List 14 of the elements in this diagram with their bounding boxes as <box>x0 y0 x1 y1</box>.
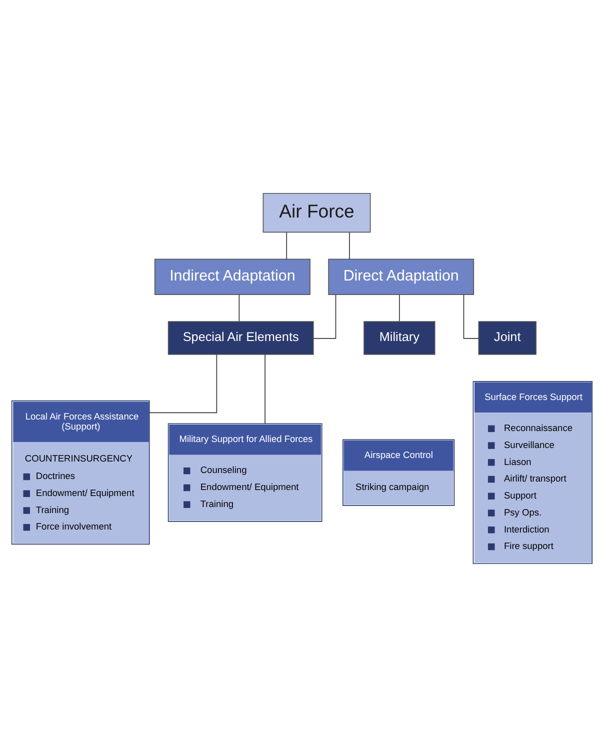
connector <box>286 231 288 260</box>
connector <box>463 294 479 338</box>
node-box: Air Force <box>262 192 371 232</box>
connector <box>264 354 266 424</box>
connector <box>238 294 240 322</box>
node-box: Special Air Elements <box>168 320 314 354</box>
node-box: Indirect Adaptation <box>154 258 310 294</box>
node-box: Military <box>364 320 436 354</box>
node-box: Joint <box>478 320 536 354</box>
node-box: Direct Adaptation <box>328 258 474 294</box>
connector <box>149 354 218 413</box>
connector <box>349 231 350 260</box>
connector <box>399 294 400 322</box>
connector <box>313 294 336 338</box>
